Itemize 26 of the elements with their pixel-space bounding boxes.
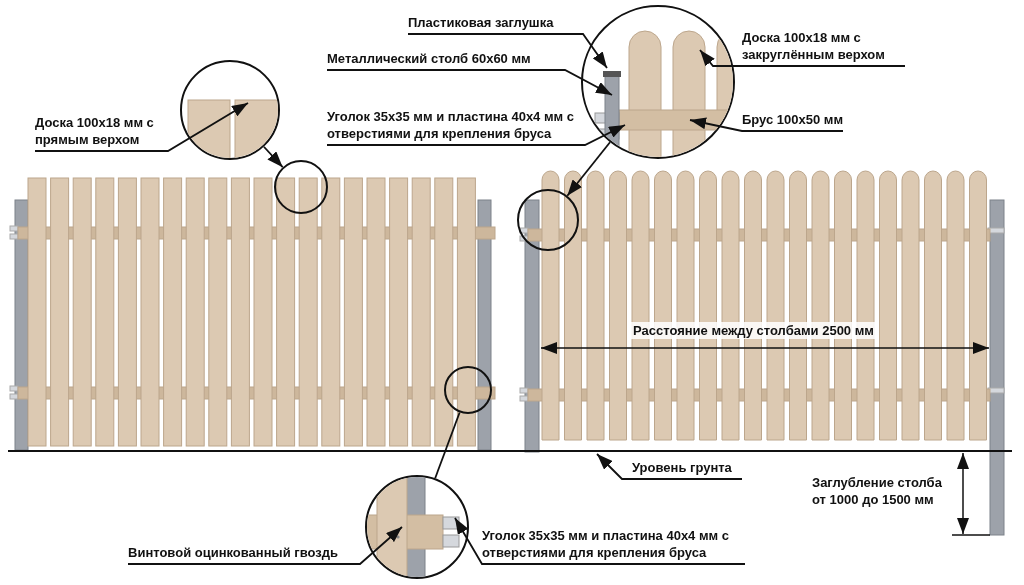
dimension-label: Расстояние между столбами 2500 мм [630,322,877,339]
leader-line [34,102,249,152]
callout-label: Уровень грунта [632,459,742,479]
callout-label: Пластиковая заглушка [408,14,608,34]
leader-line [407,33,608,69]
leader-line [127,526,403,565]
callout-label: Брус 100x50 мм [742,111,852,131]
connector-line [263,145,284,169]
leader-line [596,453,743,480]
leader-line [699,49,906,67]
leader-line [326,69,613,96]
callout-label: Уголок 35x35 мм и пластина 40x4 мм с отверстиями для крепления бруса [327,108,589,145]
connector-line [566,141,611,197]
highlight-circle [517,189,579,251]
callout-label: Доска 100x18 мм с закруглённым верхом [742,29,912,66]
callout-label: Доска 100x18 мм с прямым верхом [35,114,163,151]
highlight-circle [274,160,328,214]
callout-label: Уголок 35x35 мм и пластина 40x4 мм с отверстиями для крепления бруса [482,527,744,564]
leader-line [454,517,746,565]
leader-line [689,117,844,132]
highlight-circle [444,366,492,414]
callout-label: Металлический столб 60x60 мм [327,50,577,70]
callout-label: Винтовой оцинкованный гвоздь [128,544,348,564]
connector-line [434,411,461,480]
leader-line [326,124,626,146]
dimension-label: Заглубление столба от 1000 до 1500 мм [812,474,943,508]
